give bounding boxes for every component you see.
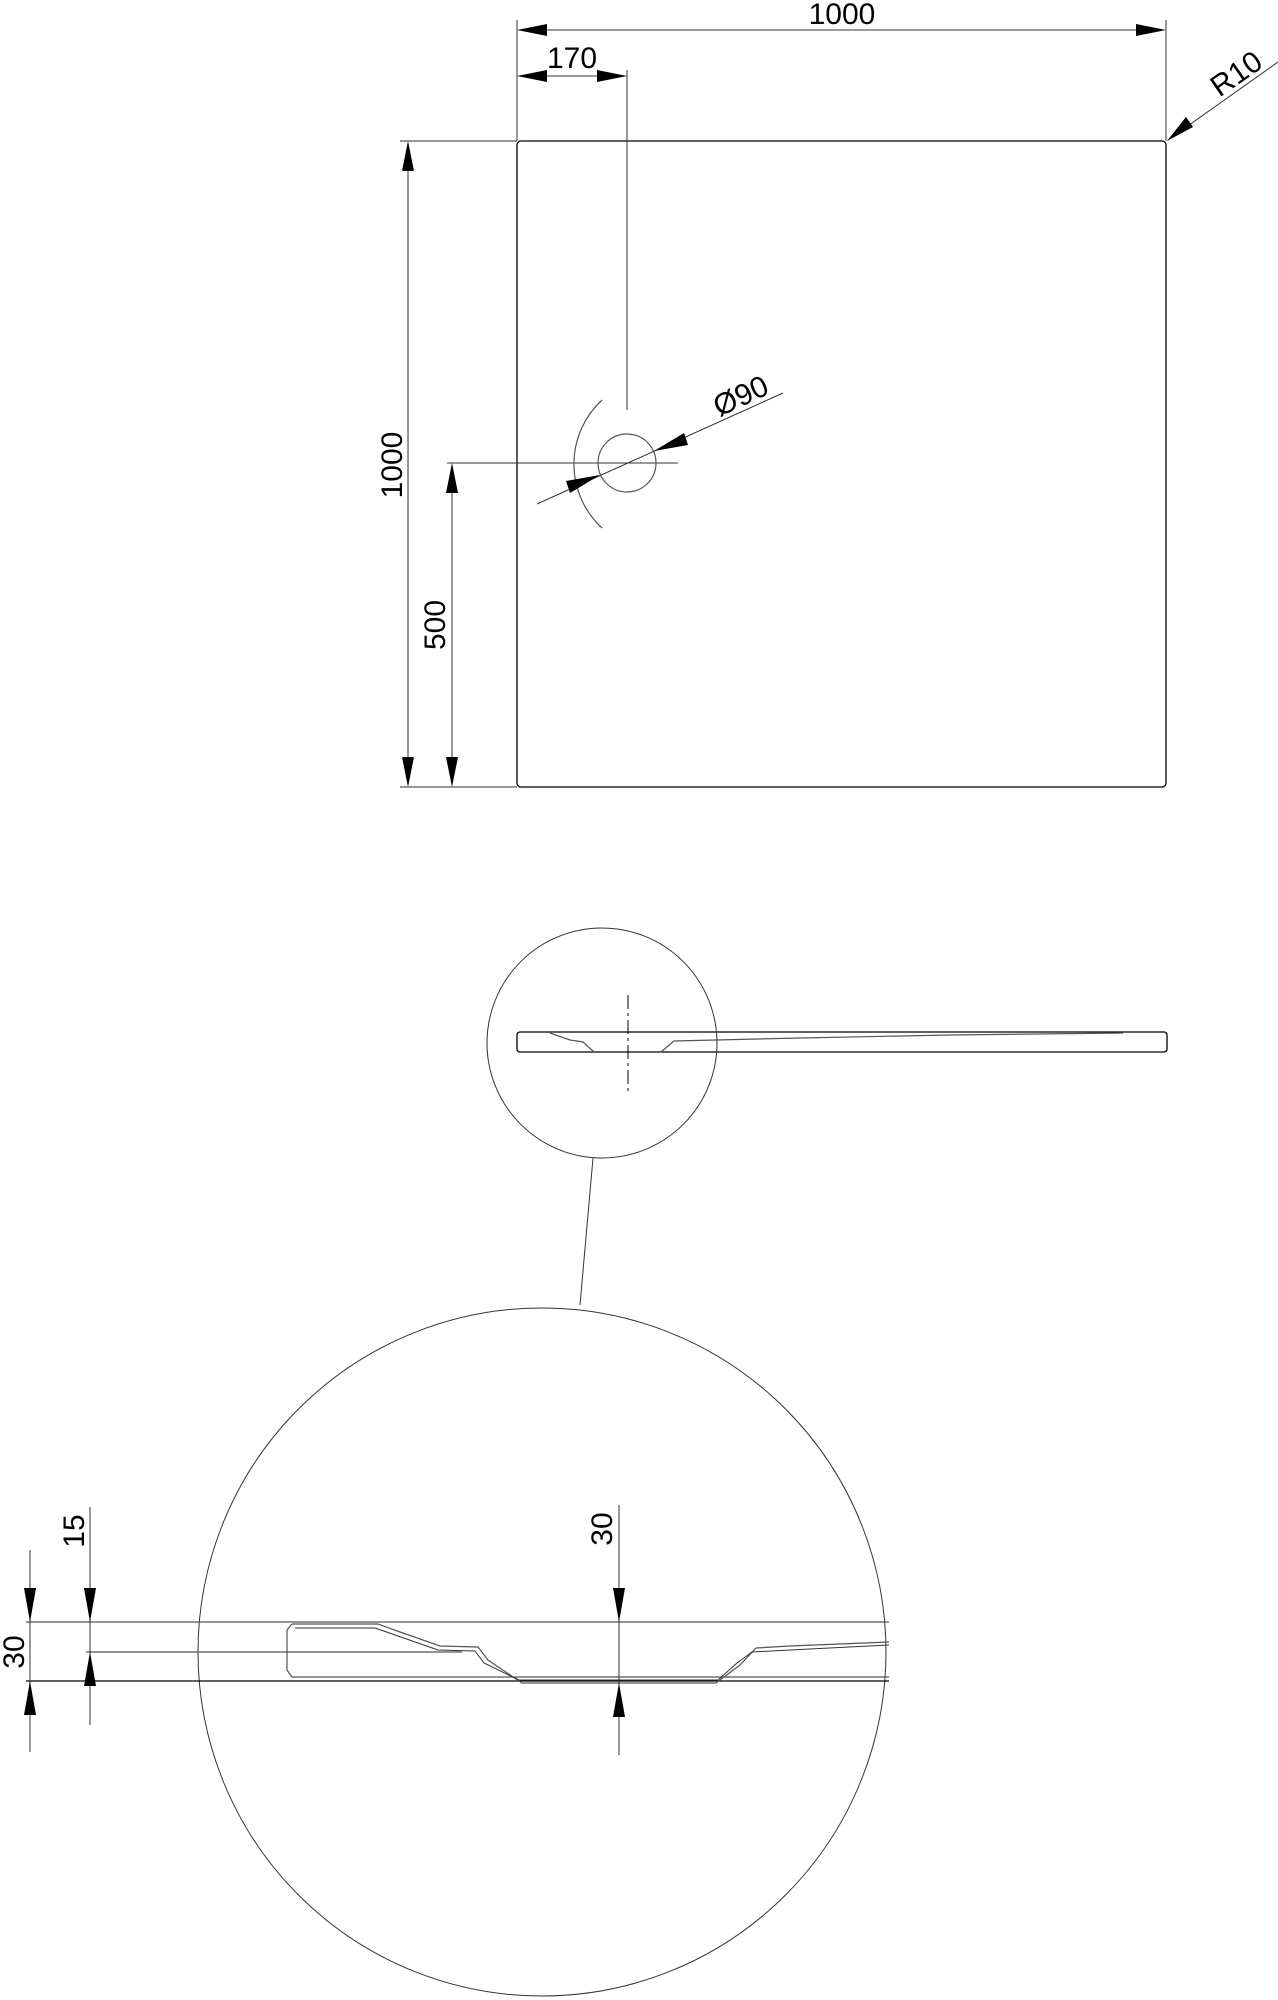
tray-section-outline — [516, 1031, 1168, 1053]
tray-outline — [516, 140, 1167, 788]
drain-offset-x-arrow-left — [517, 70, 547, 82]
detail-tray-profile — [286, 1623, 890, 1684]
depth-arrow-bottom — [402, 757, 414, 787]
drain-offset-y-label: 500 — [419, 600, 452, 650]
drain-offset-y-arrow-bottom — [446, 757, 458, 787]
drain-offset-x-label: 170 — [547, 42, 597, 75]
total-height-arrow-top — [24, 1588, 36, 1622]
drain-hole — [597, 433, 657, 493]
tray-section-profile — [549, 1032, 1124, 1053]
rim-height-arrow-bottom — [84, 1652, 96, 1686]
drain-depth-arrow-bottom — [613, 1683, 625, 1717]
depth-arrow-top — [402, 141, 414, 171]
total-height-arrow-bottom — [24, 1681, 36, 1715]
total-height-label: 30 — [0, 1635, 31, 1668]
corner-radius-arrow — [1167, 117, 1193, 141]
detail-view: 30 15 30 — [0, 1307, 890, 1997]
rim-height-label: 15 — [58, 1514, 91, 1547]
drain-diameter-arrow-left — [566, 475, 600, 493]
drain-slope-arc — [573, 399, 603, 529]
drain-offset-x-arrow-right — [597, 70, 627, 82]
corner-radius-label: R10 — [1205, 45, 1269, 104]
width-arrow-left — [517, 24, 547, 36]
drain-offset-y-arrow-top — [446, 463, 458, 493]
section-view — [486, 927, 1168, 1306]
drain-diameter-arrow-right — [654, 433, 688, 451]
width-arrow-right — [1136, 24, 1166, 36]
plan-view: 1000 170 R10 1000 500 Ø90 — [376, 0, 1278, 788]
detail-leader-line — [579, 1157, 594, 1306]
drain-diameter-label: Ø90 — [708, 369, 773, 423]
width-label: 1000 — [809, 0, 876, 31]
rim-height-arrow-top — [84, 1588, 96, 1622]
depth-label: 1000 — [376, 432, 409, 499]
detail-tray-profile-inner — [295, 1627, 890, 1681]
detail-marker-circle — [486, 927, 718, 1159]
drain-depth-arrow-top — [613, 1588, 625, 1622]
drain-depth-label: 30 — [586, 1512, 619, 1545]
